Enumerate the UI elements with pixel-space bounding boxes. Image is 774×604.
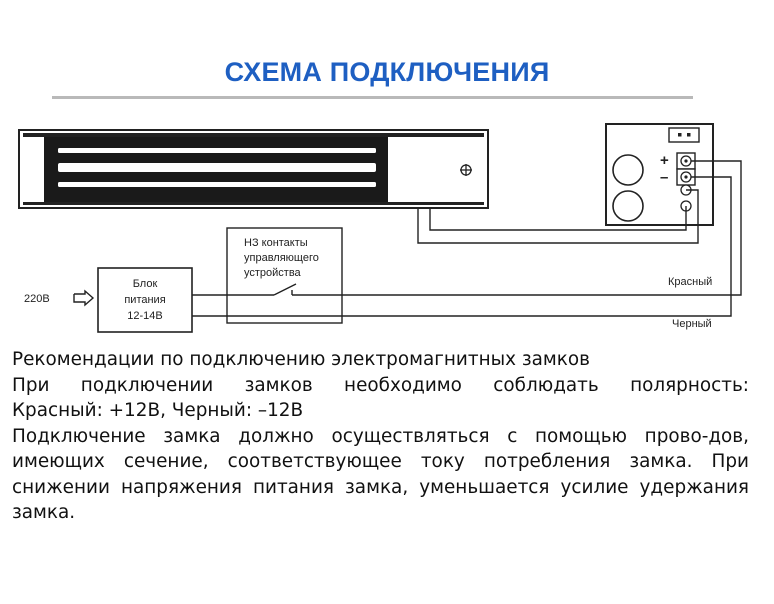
nc-contacts: НЗ контакты управляющего устройства [226,227,343,324]
power-supply-label-line3: 12-14В [127,310,162,322]
terminal-box: + – [605,123,714,226]
power-supply: Блок питания 12-14В [97,267,193,333]
polarity-values: Красный: +12В, Черный: –12В [12,400,304,421]
contacts-label-line2: управляющего [244,252,319,264]
power-supply-label-line1: Блок [133,278,158,290]
wire-gauge-note: Подключение замка должно осуществляться … [12,425,749,524]
red-wire-label: Красный [668,276,712,288]
screw-icon [460,164,472,176]
power-supply-label-line2: питания [124,294,165,306]
page-title: СХЕМА ПОДКЛЮЧЕНИЯ [224,57,550,87]
polarity-note: При подключении замков необходимо соблюд… [12,374,749,396]
black-wire-label: Черный [672,318,712,330]
recommendations-heading: Рекомендации по подключению электромагни… [12,349,590,370]
plus-terminal-label: + [660,152,669,169]
title-divider [52,96,693,99]
contacts-label-line1: НЗ контакты [244,237,308,249]
wires [73,160,742,317]
minus-terminal-label: – [660,169,668,186]
electromagnetic-lock [18,129,489,209]
contacts-label-line3: устройства [244,267,302,279]
wiring-diagram: + – НЗ контакты управляющего устройства … [18,123,742,333]
connection-recommendations: Рекомендации по подключению электромагни… [12,347,749,526]
input-voltage-label: 220В [24,293,50,305]
